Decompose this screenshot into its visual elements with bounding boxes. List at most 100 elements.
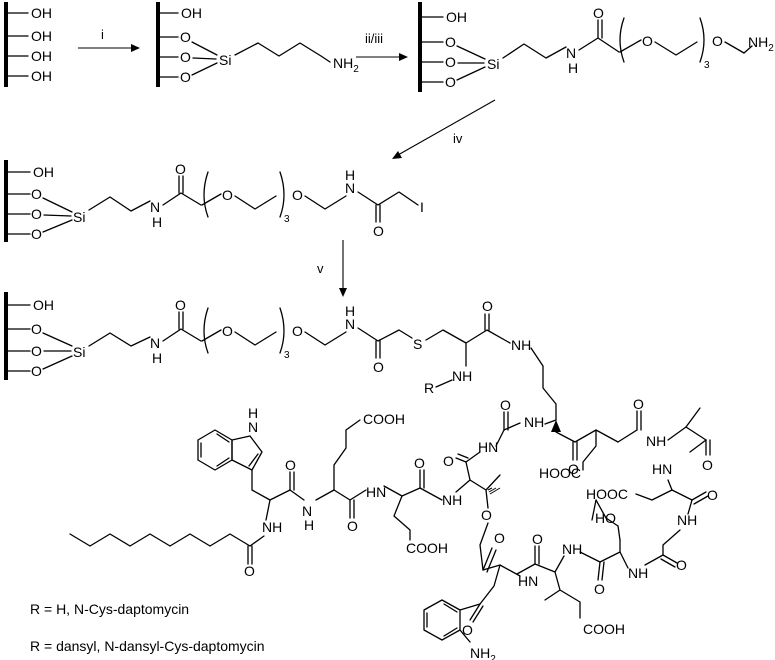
atom-o: O — [676, 557, 687, 573]
atom-i: I — [420, 199, 424, 215]
atom-o: O — [494, 530, 505, 546]
atom-h: H — [304, 517, 314, 533]
atom-o: O — [445, 34, 456, 50]
atom-o: O — [462, 622, 473, 638]
atom-o: O — [175, 161, 186, 177]
legend: R = H, N-Cys-daptomycin R = dansyl, N-da… — [30, 601, 265, 654]
atom-o: O — [180, 69, 191, 85]
atom-o: O — [373, 223, 384, 239]
reagent-label: i — [101, 27, 104, 42]
atom-nh: NH — [511, 337, 531, 353]
reaction-arrow-ii-iii: ii/iii — [356, 31, 408, 61]
subscript-3: 3 — [284, 350, 290, 361]
atom-o: O — [31, 206, 42, 222]
atom-o: O — [414, 455, 425, 471]
hydroxyl: HO — [595, 510, 616, 526]
atom-o: O — [180, 29, 191, 45]
atom-oh: OH — [33, 164, 54, 180]
peg-amine-surface: OH O O O Si N H O O 3 O NH2 — [418, 2, 774, 92]
daptomycin-conjugate: OH O O O Si N H O O 3 O N H O S — [4, 292, 718, 660]
hooc-group: HOOC — [539, 465, 581, 481]
atom-o: O — [633, 396, 644, 412]
reaction-arrow-v: v — [317, 240, 347, 297]
atom-nh2: NH2 — [470, 645, 496, 660]
atom-o: O — [443, 453, 454, 469]
atom-o: O — [285, 457, 296, 473]
atom-o: O — [180, 49, 191, 65]
atom-oh: OH — [31, 28, 52, 44]
atom-o: O — [31, 186, 42, 202]
atom-o: O — [642, 33, 653, 49]
atom-nh: N — [248, 419, 258, 435]
atom-oh: OH — [181, 5, 202, 21]
atom-o: O — [712, 33, 723, 49]
reagent-label: iv — [453, 131, 463, 146]
atom-nh2: NH2 — [333, 55, 359, 75]
atom-o: O — [594, 581, 605, 597]
atom-oh: OH — [31, 48, 52, 64]
atom-si: Si — [219, 52, 231, 68]
atom-o: O — [347, 518, 358, 534]
reaction-arrow-iv: iv — [392, 99, 496, 159]
atom-o: O — [31, 343, 42, 359]
atom-nh: NH — [262, 519, 282, 535]
atom-o: O — [373, 359, 384, 375]
reagent-label: ii/iii — [365, 31, 383, 46]
atom-nh: NH — [628, 565, 648, 581]
atom-o: O — [702, 457, 713, 473]
r-group: R — [424, 380, 434, 396]
atom-h: H — [345, 167, 355, 183]
cooh-group: COOH — [406, 540, 448, 556]
atom-o: O — [568, 461, 579, 477]
atom-o: O — [445, 54, 456, 70]
atom-nh: NH — [562, 541, 582, 557]
atom-nh: N — [150, 335, 160, 351]
atom-h: H — [152, 214, 162, 230]
atom-o: O — [532, 531, 543, 547]
atom-h: H — [152, 350, 162, 366]
atom-nh: HN — [478, 439, 498, 455]
atom-nh: NH — [452, 368, 472, 384]
atom-o: O — [31, 321, 42, 337]
reaction-arrow-i: i — [78, 27, 140, 52]
atom-nh: HN — [518, 573, 538, 589]
atom-si: Si — [487, 56, 499, 72]
aminopropylsilyl-surface: OH O O O Si NH2 — [156, 2, 359, 87]
atom-o: O — [593, 5, 604, 21]
atom-nh: HN — [366, 484, 386, 500]
atom-o: O — [31, 363, 42, 379]
atom-o: O — [482, 298, 493, 314]
atom-o: O — [222, 323, 233, 339]
subscript-3: 3 — [284, 214, 290, 225]
atom-nh: N — [345, 180, 355, 196]
atom-nh: N — [566, 45, 576, 61]
atom-o: O — [31, 226, 42, 242]
atom-oh: OH — [31, 5, 52, 21]
atom-o: O — [500, 397, 511, 413]
atom-nh: N — [345, 316, 355, 332]
atom-o: O — [292, 187, 303, 203]
cooh-group: COOH — [363, 411, 405, 427]
silanol-surface: OH OH OH OH — [4, 2, 52, 87]
atom-nh: NH — [646, 433, 666, 449]
cooh-group: COOH — [583, 621, 625, 637]
atom-o: O — [445, 74, 456, 90]
atom-nh: N — [150, 199, 160, 215]
atom-nh: HN — [652, 461, 672, 477]
atom-h: H — [568, 60, 578, 76]
atom-h: H — [345, 303, 355, 319]
legend-line-1: R = H, N-Cys-daptomycin — [30, 601, 189, 617]
atom-nh: N — [302, 503, 312, 519]
iodoacetyl-surface: OH O O O Si N H O O 3 O N H O I — [4, 160, 424, 242]
hashed-bond — [487, 487, 501, 495]
atom-o: O — [707, 487, 718, 503]
atom-o: O — [175, 297, 186, 313]
subscript-3: 3 — [704, 60, 710, 71]
atom-si: Si — [73, 209, 85, 225]
atom-h: H — [248, 405, 258, 421]
atom-o: O — [292, 323, 303, 339]
atom-o: O — [244, 563, 255, 579]
atom-oh: OH — [446, 9, 467, 25]
atom-nh: NH — [677, 512, 697, 528]
